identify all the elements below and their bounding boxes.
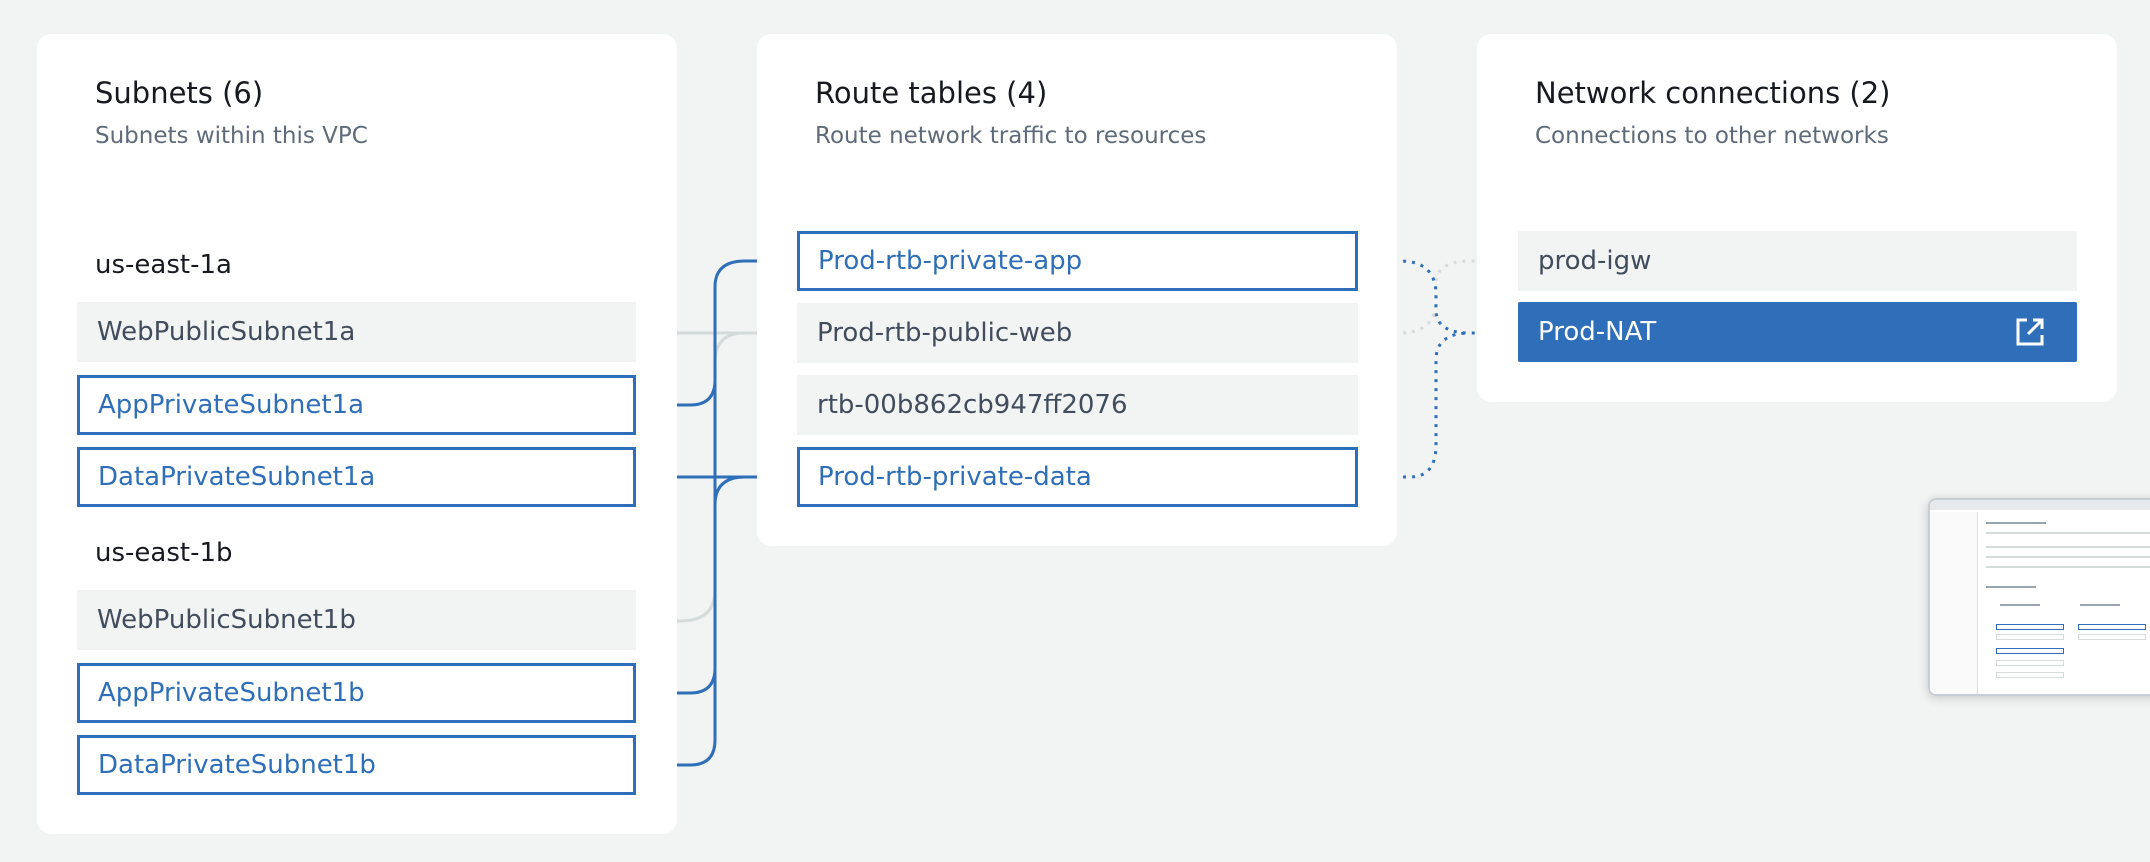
subnet-data-private-1b[interactable]: DataPrivateSubnet1b xyxy=(77,735,636,795)
preview-box xyxy=(2078,624,2146,630)
preview-line xyxy=(2000,604,2040,606)
az-label-us-east-1b: us-east-1b xyxy=(95,538,233,568)
route-tables-title: Route tables (4) xyxy=(815,76,1048,110)
route-table-rtb-00b862cb947ff2076[interactable]: rtb-00b862cb947ff2076 xyxy=(797,375,1358,435)
route-table-private-app[interactable]: Prod-rtb-private-app xyxy=(797,231,1358,291)
preview-box xyxy=(1996,634,2064,640)
preview-line xyxy=(1986,566,2150,568)
subnet-web-public-1a[interactable]: WebPublicSubnet1a xyxy=(77,302,636,362)
preview-box xyxy=(1996,648,2064,654)
az-label-us-east-1a: us-east-1a xyxy=(95,250,232,280)
subnet-app-private-1b[interactable]: AppPrivateSubnet1b xyxy=(77,663,636,723)
preview-browser-bar xyxy=(1930,500,2150,510)
network-connection-prod-igw[interactable]: prod-igw xyxy=(1518,231,2077,291)
preview-line xyxy=(2080,604,2120,606)
preview-line xyxy=(1986,556,2150,558)
subnet-data-private-1a[interactable]: DataPrivateSubnet1a xyxy=(77,447,636,507)
preview-sidebar xyxy=(1930,512,1978,694)
preview-line xyxy=(1986,546,2150,548)
route-table-public-web[interactable]: Prod-rtb-public-web xyxy=(797,303,1358,363)
page-preview-thumbnail[interactable] xyxy=(1928,498,2150,696)
external-link-icon[interactable] xyxy=(2013,315,2047,349)
preview-line xyxy=(1986,532,2150,534)
preview-line xyxy=(1986,586,2036,588)
route-table-private-data[interactable]: Prod-rtb-private-data xyxy=(797,447,1358,507)
network-connection-prod-nat[interactable]: Prod-NAT xyxy=(1518,302,2077,362)
preview-box xyxy=(1996,672,2064,678)
subnet-web-public-1b[interactable]: WebPublicSubnet1b xyxy=(77,590,636,650)
network-connection-prod-nat-label: Prod-NAT xyxy=(1538,317,1657,347)
network-connections-subtitle: Connections to other networks xyxy=(1535,123,1889,149)
subnets-title: Subnets (6) xyxy=(95,76,264,110)
network-connections-title: Network connections (2) xyxy=(1535,76,1891,110)
subnets-subtitle: Subnets within this VPC xyxy=(95,123,368,149)
preview-box xyxy=(1996,624,2064,630)
preview-line xyxy=(1986,522,2046,524)
preview-box xyxy=(2078,634,2146,640)
preview-box xyxy=(1996,660,2064,666)
route-tables-subtitle: Route network traffic to resources xyxy=(815,123,1207,149)
subnet-app-private-1a[interactable]: AppPrivateSubnet1a xyxy=(77,375,636,435)
